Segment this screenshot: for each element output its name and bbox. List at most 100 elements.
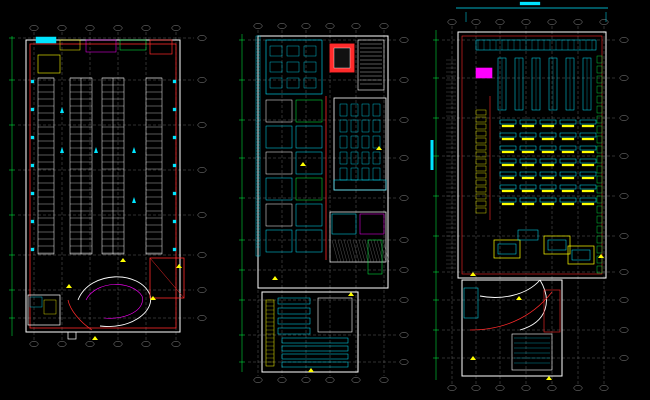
- mid-hall-table: [339, 135, 348, 149]
- right-grid-bubble-top: [599, 19, 609, 25]
- left-aisle-arrow-icon: [132, 147, 136, 153]
- right-wall-fixture: [596, 245, 603, 254]
- left-bottom-fixture: [43, 299, 57, 315]
- mid-hall-table: [361, 135, 370, 149]
- mid-service-hatch: [334, 239, 342, 263]
- mid-service-hatch: [340, 239, 348, 263]
- mid-service-block: [329, 211, 387, 263]
- right-wall-fixture: [596, 265, 603, 274]
- right-grid-bubble-top: [573, 19, 583, 25]
- right-section-marker-icon: [516, 296, 522, 300]
- right-gondola-horizontal: [499, 184, 517, 190]
- left-grid-bubble-top: [113, 25, 123, 31]
- mid-service-fixture: [359, 213, 385, 235]
- right-gondola-horizontal: [539, 158, 557, 164]
- left-grid-bubble-right: [197, 287, 207, 293]
- right-grid-bubble-top: [471, 19, 481, 25]
- left-grid-bubble-right: [197, 167, 207, 173]
- right-gondola-price-strip: [521, 150, 535, 154]
- right-grid-bubble-bottom: [599, 385, 609, 391]
- left-grid-bubble-right: [197, 315, 207, 321]
- mid-stair: [357, 39, 385, 91]
- mid-service-hatch: [373, 239, 381, 263]
- left-column-marker: [30, 107, 35, 112]
- right-side-rack: [475, 165, 487, 172]
- mid-lower-shelf-long: [281, 361, 349, 368]
- mid-grid-bubble-bottom: [301, 377, 311, 383]
- right-gondola-horizontal: [539, 145, 557, 151]
- right-wall-fixture: [596, 165, 603, 174]
- right-gondola-price-strip: [501, 176, 515, 180]
- mid-small-room: [295, 203, 323, 227]
- mid-lower-shelf-long: [281, 353, 349, 360]
- right-gondola-price-strip: [521, 176, 535, 180]
- left-north-symbol-box: [67, 331, 77, 340]
- left-column-marker: [172, 219, 177, 224]
- left-grid-bubble-top: [171, 25, 181, 31]
- mid-grid-bubble-right: [399, 267, 409, 273]
- right-section-marker-icon: [470, 272, 476, 276]
- mid-hall-table: [372, 151, 381, 165]
- right-side-rack: [475, 193, 487, 200]
- mid-service-hatch: [346, 239, 354, 263]
- right-grid-bubble-bottom: [573, 385, 583, 391]
- right-gondola-horizontal: [579, 158, 597, 164]
- mid-office-desk: [269, 61, 283, 73]
- right-gondola-price-strip: [521, 189, 535, 193]
- right-checkout-inner: [571, 249, 591, 261]
- right-side-rack: [475, 179, 487, 186]
- mid-service-hatch: [352, 239, 360, 263]
- right-gondola-price-strip: [521, 124, 535, 128]
- right-gondola-horizontal: [559, 119, 577, 125]
- right-gondola-price-strip: [541, 176, 555, 180]
- mid-service-fixture: [331, 213, 357, 235]
- right-side-rack: [475, 130, 487, 137]
- mid-section-marker-icon: [300, 162, 306, 166]
- right-gondola-price-strip: [501, 137, 515, 141]
- right-gondola-horizontal: [559, 184, 577, 190]
- mid-lower-shelf-long: [281, 337, 349, 344]
- right-grid-bubble-top: [521, 19, 531, 25]
- left-grid-bubble-top: [141, 25, 151, 31]
- left-grid-bubble-right: [197, 35, 207, 41]
- right-side-rack: [475, 200, 487, 207]
- right-gondola-price-strip: [561, 189, 575, 193]
- right-wall-fixture: [596, 205, 603, 214]
- right-gondola-price-strip: [561, 137, 575, 141]
- right-wall-fixture: [596, 105, 603, 114]
- mid-hall-table: [339, 167, 348, 181]
- mid-green-room: [367, 239, 383, 275]
- left-column-marker: [30, 135, 35, 140]
- mid-hall-table: [339, 103, 348, 117]
- left-aisle-arrow-icon: [60, 147, 64, 153]
- left-grid-bubble-bottom: [85, 341, 95, 347]
- mid-hall-table: [350, 103, 359, 117]
- mid-left-edge-strip: [255, 35, 261, 257]
- right-gondola-price-strip: [581, 189, 595, 193]
- right-gondola-price-strip: [581, 124, 595, 128]
- right-wall-fixture: [596, 225, 603, 234]
- mid-hall-table: [361, 151, 370, 165]
- right-gondola-horizontal: [539, 184, 557, 190]
- right-side-rack: [475, 172, 487, 179]
- mid-office-desk: [303, 61, 317, 73]
- right-gondola-horizontal: [519, 119, 537, 125]
- right-wall-fixture: [596, 85, 603, 94]
- mid-grid-bubble-right: [399, 359, 409, 365]
- right-grid-bubble-right: [619, 327, 629, 333]
- floor-plan-parking: [9, 25, 207, 347]
- right-gondola-price-strip: [581, 202, 595, 206]
- right-gondola-horizontal: [559, 171, 577, 177]
- mid-hall-table: [361, 103, 370, 117]
- right-gondola-price-strip: [561, 176, 575, 180]
- right-grid-bubble-top: [447, 19, 457, 25]
- left-grid-bubble-bottom: [57, 341, 67, 347]
- right-gondola-price-strip: [541, 202, 555, 206]
- mid-grid-bubble-top: [253, 23, 263, 29]
- right-entrance-curve: [479, 279, 547, 331]
- mid-hall-table: [361, 167, 370, 181]
- mid-grid-bubble-right: [399, 155, 409, 161]
- left-section-marker-icon: [66, 284, 72, 288]
- right-gondola-price-strip: [581, 150, 595, 154]
- mid-hall: [333, 97, 387, 191]
